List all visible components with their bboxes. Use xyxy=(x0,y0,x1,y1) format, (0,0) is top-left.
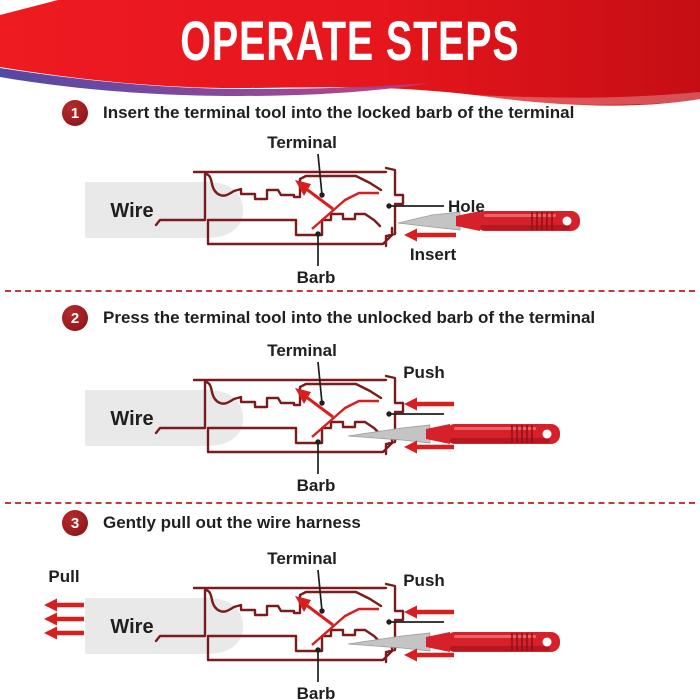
barb-release-arrow xyxy=(304,602,334,627)
barb-release-arrow xyxy=(304,186,334,211)
separator-dashed-1 xyxy=(5,290,695,292)
tool-handle-neck xyxy=(426,632,450,652)
tool-handle-shade xyxy=(480,225,570,230)
push-arrow-bottom-head xyxy=(404,440,417,454)
step-1-heading: 1 Insert the terminal tool into the lock… xyxy=(62,100,574,126)
tool-handle-neck xyxy=(456,211,480,231)
hole-label: Hole xyxy=(448,197,485,216)
wire-label: Wire xyxy=(110,200,153,222)
terminal-pointer-dot xyxy=(319,608,325,614)
barb-release-arrow xyxy=(304,394,334,419)
tool-blade xyxy=(347,424,431,444)
push-arrow-top-head xyxy=(404,605,417,619)
tool-handle-shade xyxy=(450,646,550,651)
hole-pointer-dot xyxy=(386,203,392,209)
pull-arrow-2-head xyxy=(44,612,57,626)
push-label: Push xyxy=(403,571,445,590)
step-2-instruction: Press the terminal tool into the unlocke… xyxy=(103,308,596,327)
barb-pointer-dot xyxy=(315,439,321,445)
tool-handle-neck xyxy=(426,424,450,444)
banner-red-shape xyxy=(0,0,700,106)
step-2-heading: 2 Press the terminal tool into the unloc… xyxy=(62,305,595,331)
pull-arrow-1-head xyxy=(44,598,57,612)
wire-shape xyxy=(85,390,243,446)
hole-pointer-dot xyxy=(386,411,392,417)
pull-arrow-3-head xyxy=(44,626,57,640)
wire-shape xyxy=(85,182,243,238)
push-arrow-top-head xyxy=(404,397,417,411)
terminal-outline xyxy=(154,582,405,664)
tool-handle-highlight xyxy=(484,214,556,217)
terminal-outline xyxy=(154,166,405,248)
barb-release-arrow-head xyxy=(295,388,311,404)
tool-handle-eyelet xyxy=(562,216,572,226)
tool-handle-highlight xyxy=(454,635,536,638)
terminal-label: Terminal xyxy=(267,549,337,568)
tool-handle-shade xyxy=(450,438,550,443)
push-arrow-bottom-head xyxy=(404,648,417,662)
banner-corner-notch xyxy=(0,0,58,15)
step-3-number-badge: 3 xyxy=(62,510,88,536)
banner-purple-ribbon xyxy=(0,68,430,96)
barb-pointer-dot xyxy=(315,231,321,237)
terminal-pointer-dot xyxy=(319,192,325,198)
banner-waves xyxy=(0,0,700,106)
push-label: Push xyxy=(403,363,445,382)
terminal-pointer-dot xyxy=(319,400,325,406)
insert-arrow-head xyxy=(404,228,417,242)
separator-dashed-2 xyxy=(5,502,695,504)
wire-label: Wire xyxy=(110,408,153,430)
barb-lance xyxy=(311,191,379,230)
tool-blade xyxy=(347,632,431,652)
barb-lance xyxy=(311,399,379,438)
step-2-number-badge: 2 xyxy=(62,305,88,331)
pull-label: Pull xyxy=(48,567,79,586)
barb-lance xyxy=(311,607,379,646)
wire-shape xyxy=(85,598,243,654)
barb-label: Barb xyxy=(297,268,336,287)
step-1-number-badge: 1 xyxy=(62,100,88,126)
tool-handle-eyelet xyxy=(542,429,552,439)
barb-label: Barb xyxy=(297,476,336,495)
hole-pointer-dot xyxy=(386,619,392,625)
terminal-pointer-line xyxy=(317,569,323,612)
barb-label: Barb xyxy=(297,684,336,700)
wire-label: Wire xyxy=(110,616,153,638)
terminal-pointer-line xyxy=(317,361,323,404)
insert-label: Insert xyxy=(410,245,457,264)
tool-handle-eyelet xyxy=(542,637,552,647)
barb-pointer-dot xyxy=(315,647,321,653)
banner-highlight-swoosh xyxy=(330,88,700,105)
tool-handle-highlight xyxy=(454,427,536,430)
barb-release-arrow-head xyxy=(295,596,311,612)
page-title: OPERATE STEPS xyxy=(180,9,520,72)
terminal-label: Terminal xyxy=(267,133,337,152)
header-banner: OPERATE STEPS xyxy=(0,0,700,118)
step-3-heading: 3 Gently pull out the wire harness xyxy=(62,510,361,536)
step-1-instruction: Insert the terminal tool into the locked… xyxy=(103,103,575,122)
terminal-label: Terminal xyxy=(267,341,337,360)
terminal-outline xyxy=(154,374,405,456)
terminal-pointer-line xyxy=(317,153,323,196)
step-3-instruction: Gently pull out the wire harness xyxy=(103,513,361,532)
barb-release-arrow-head xyxy=(295,180,311,196)
